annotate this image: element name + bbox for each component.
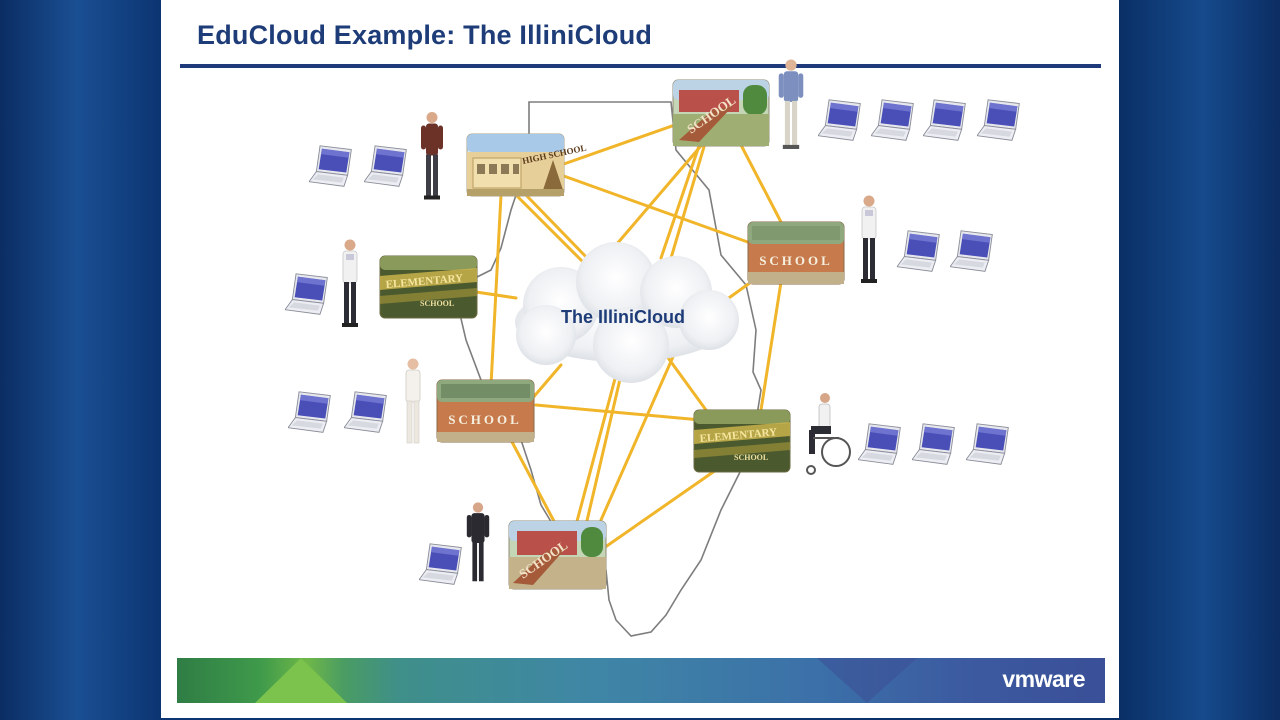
cloud-label: The IlliniCloud <box>561 307 685 327</box>
footer-accent-triangle <box>255 658 347 703</box>
laptop-icon <box>364 145 407 187</box>
footer-bar: vmware <box>177 658 1105 703</box>
school-elementary-left: ELEMENTARY SCHOOL <box>379 255 478 319</box>
person-bottom <box>466 502 490 582</box>
laptop-icon <box>309 145 352 187</box>
elementary-sub-left: SCHOOL <box>420 299 454 308</box>
laptop-icon <box>950 230 993 272</box>
person-teacher-top-left <box>421 112 443 200</box>
laptop-icon <box>288 391 331 433</box>
title-rule <box>180 64 1101 68</box>
laptop-icon <box>977 99 1020 141</box>
laptop-icon <box>912 423 955 465</box>
footer-accent-triangle <box>817 658 917 703</box>
school-elementary-right: ELEMENTARY SCHOOL <box>693 409 791 473</box>
illinois-map-outline <box>458 101 762 637</box>
school-bottom: SCHOOL <box>508 520 607 590</box>
laptop-icon <box>871 99 914 141</box>
illinicloud-diagram: The IlliniCloud HIGH SCHOOL SCHOOL <box>285 59 1020 637</box>
person-left-middle <box>341 238 359 328</box>
illinicloud-cloud: The IlliniCloud <box>515 242 739 383</box>
school-right-upper: SCHOOL <box>747 221 845 285</box>
elementary-sub-right: SCHOOL <box>734 453 768 462</box>
school-center-left: SCHOOL <box>436 379 535 443</box>
slide-title: EduCloud Example: The IlliniCloud <box>197 20 653 50</box>
center-left-school-sign: SCHOOL <box>448 412 522 427</box>
vmware-logo: vmware <box>1002 666 1085 692</box>
person-right-upper <box>860 194 878 284</box>
school-high-school: HIGH SCHOOL <box>466 133 587 197</box>
laptop-icon <box>897 230 940 272</box>
person-wheelchair <box>806 393 851 475</box>
person-top-right <box>778 59 804 149</box>
laptop-icon <box>923 99 966 141</box>
slide: EduCloud Example: The IlliniCloud <box>161 0 1119 718</box>
laptop-icon <box>818 99 861 141</box>
laptop-icon <box>966 423 1009 465</box>
laptop-icon <box>419 543 462 585</box>
laptop-icon <box>285 273 328 315</box>
right-upper-school-sign: SCHOOL <box>759 253 833 268</box>
school-top-center: SCHOOL <box>672 79 770 147</box>
person-left-lower <box>405 358 421 444</box>
laptop-icon <box>858 423 901 465</box>
laptop-icon <box>344 391 387 433</box>
